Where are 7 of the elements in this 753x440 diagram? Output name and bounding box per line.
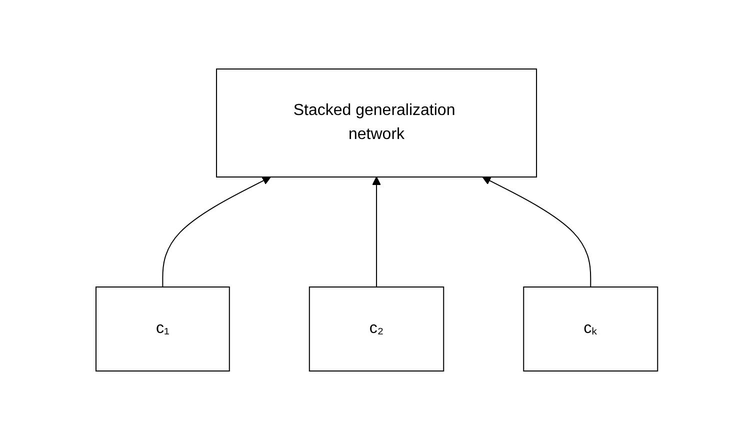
node-box: c₁ bbox=[95, 286, 230, 372]
node-box: c₂ bbox=[308, 286, 444, 372]
node-box: Stacked generalization network bbox=[216, 68, 537, 178]
arrow bbox=[162, 176, 271, 288]
arrow bbox=[372, 176, 381, 288]
node-box: cₖ bbox=[522, 286, 658, 372]
arrow bbox=[482, 176, 591, 288]
